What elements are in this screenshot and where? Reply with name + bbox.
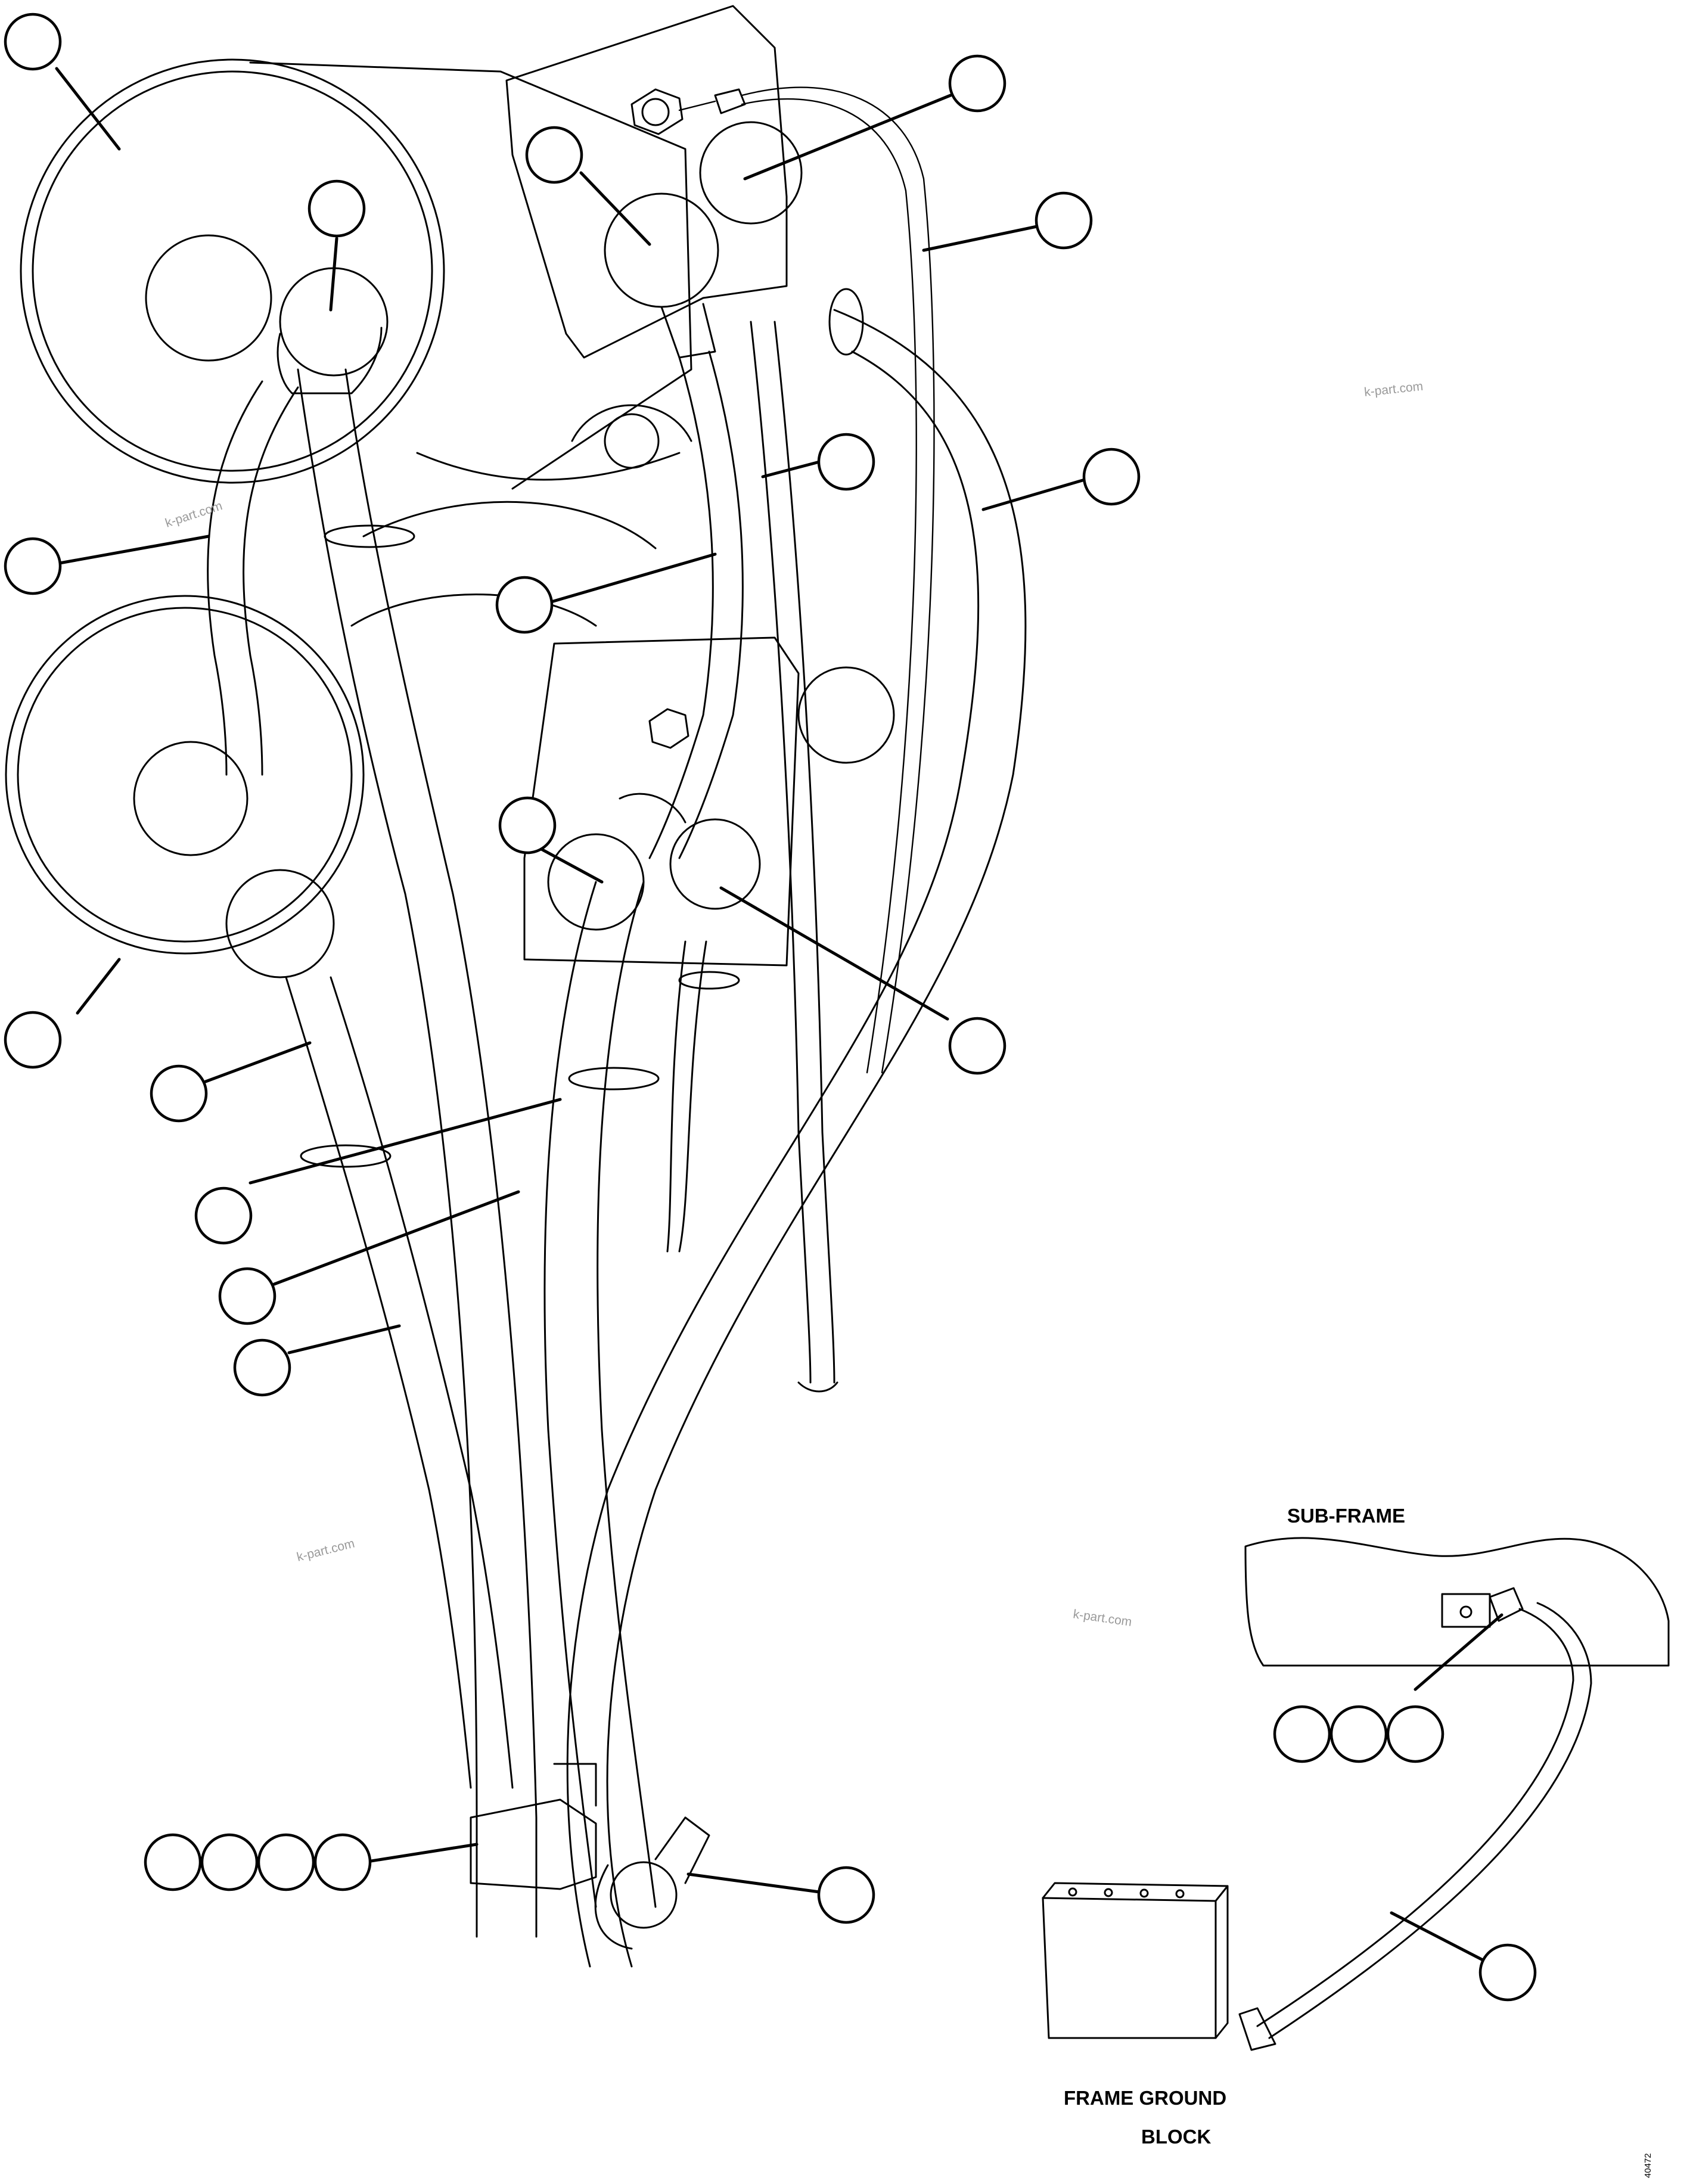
callout-16: [233, 1338, 291, 1397]
mounting-bracket: [505, 5, 803, 469]
callout-23: [1329, 1705, 1388, 1763]
lower-component: [5, 501, 657, 955]
callout-4: [948, 54, 1007, 113]
callout-14: [194, 1186, 253, 1245]
callout-1: [4, 13, 62, 71]
callout-7: [1082, 448, 1141, 506]
callout-8: [4, 537, 62, 595]
callout-3: [525, 126, 583, 184]
battery-terminal-upper: [630, 86, 935, 1074]
watermark: k-part.com: [296, 1537, 356, 1564]
sub-frame-label: SUB-FRAME: [1287, 1505, 1405, 1527]
callout-leaders: [55, 67, 1503, 1962]
upper-component: [20, 58, 692, 490]
frame-ground-label-line2: BLOCK: [1141, 2126, 1211, 2148]
watermark: k-part.com: [163, 499, 223, 530]
callout-17: [144, 1833, 202, 1891]
solenoid-block: [523, 636, 895, 967]
watermark: k-part.com: [1072, 1607, 1132, 1629]
callout-18: [200, 1833, 259, 1891]
drawing-code: 40472: [1643, 2153, 1653, 2178]
callout-20: [313, 1833, 372, 1891]
sub-frame-inset: [1238, 1537, 1670, 2051]
cables: [207, 309, 1027, 1968]
callout-15: [218, 1267, 277, 1325]
callout-22: [1273, 1705, 1331, 1763]
callout-9: [495, 576, 554, 634]
cable-clamp: [470, 1763, 710, 1950]
callout-13: [150, 1064, 208, 1123]
terminal-boots: [225, 192, 864, 1168]
callout-24: [1386, 1705, 1445, 1763]
callout-bubbles: [4, 13, 1537, 2002]
callout-21: [817, 1866, 875, 1924]
callout-5: [1035, 191, 1093, 250]
callout-6: [817, 433, 875, 491]
frame-ground-label-line1: FRAME GROUND: [1064, 2087, 1226, 2109]
callout-19: [257, 1833, 315, 1891]
frame-ground-block: [1042, 1882, 1229, 2039]
watermark: k-part.com: [1363, 380, 1424, 399]
callout-12: [4, 1011, 62, 1069]
callout-11: [948, 1017, 1007, 1075]
callout-25: [1478, 1943, 1537, 2002]
callout-2: [307, 179, 366, 238]
callout-10: [498, 796, 557, 855]
